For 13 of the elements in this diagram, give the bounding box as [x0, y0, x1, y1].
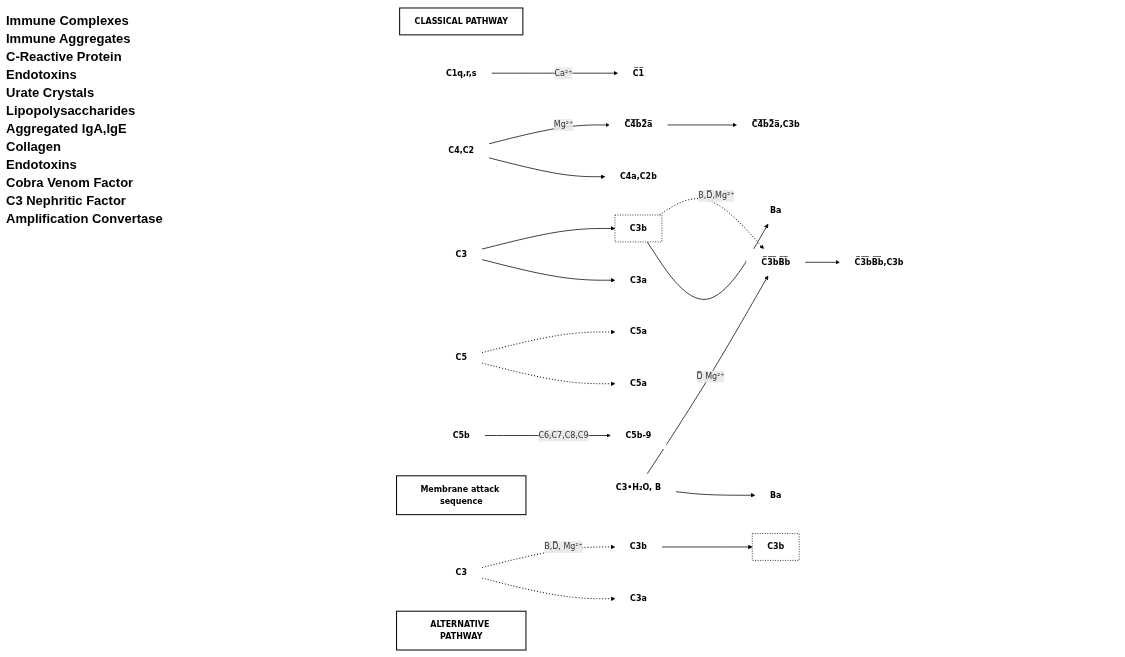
note-text: Immune Complexes — [6, 13, 130, 28]
note-text: C-Reactive Protein — [6, 49, 123, 64]
arrow — [481, 329, 616, 353]
note-text: Amplification Convertase — [6, 211, 164, 226]
note-text: Aggregated IgA,IgE — [6, 121, 128, 136]
note-text: Cobra Venom Factor — [6, 175, 135, 190]
note-text: Endotoxins — [6, 67, 78, 82]
note-text: Urate Crystals — [6, 85, 96, 100]
note-text: Endotoxins — [6, 157, 78, 172]
note-text: Immune Aggregates — [6, 31, 132, 46]
note-text: Collagen — [6, 139, 62, 154]
note-text: Lipopolysaccharides — [6, 103, 137, 118]
note-text: C3 Nephritic Factor — [6, 193, 127, 208]
